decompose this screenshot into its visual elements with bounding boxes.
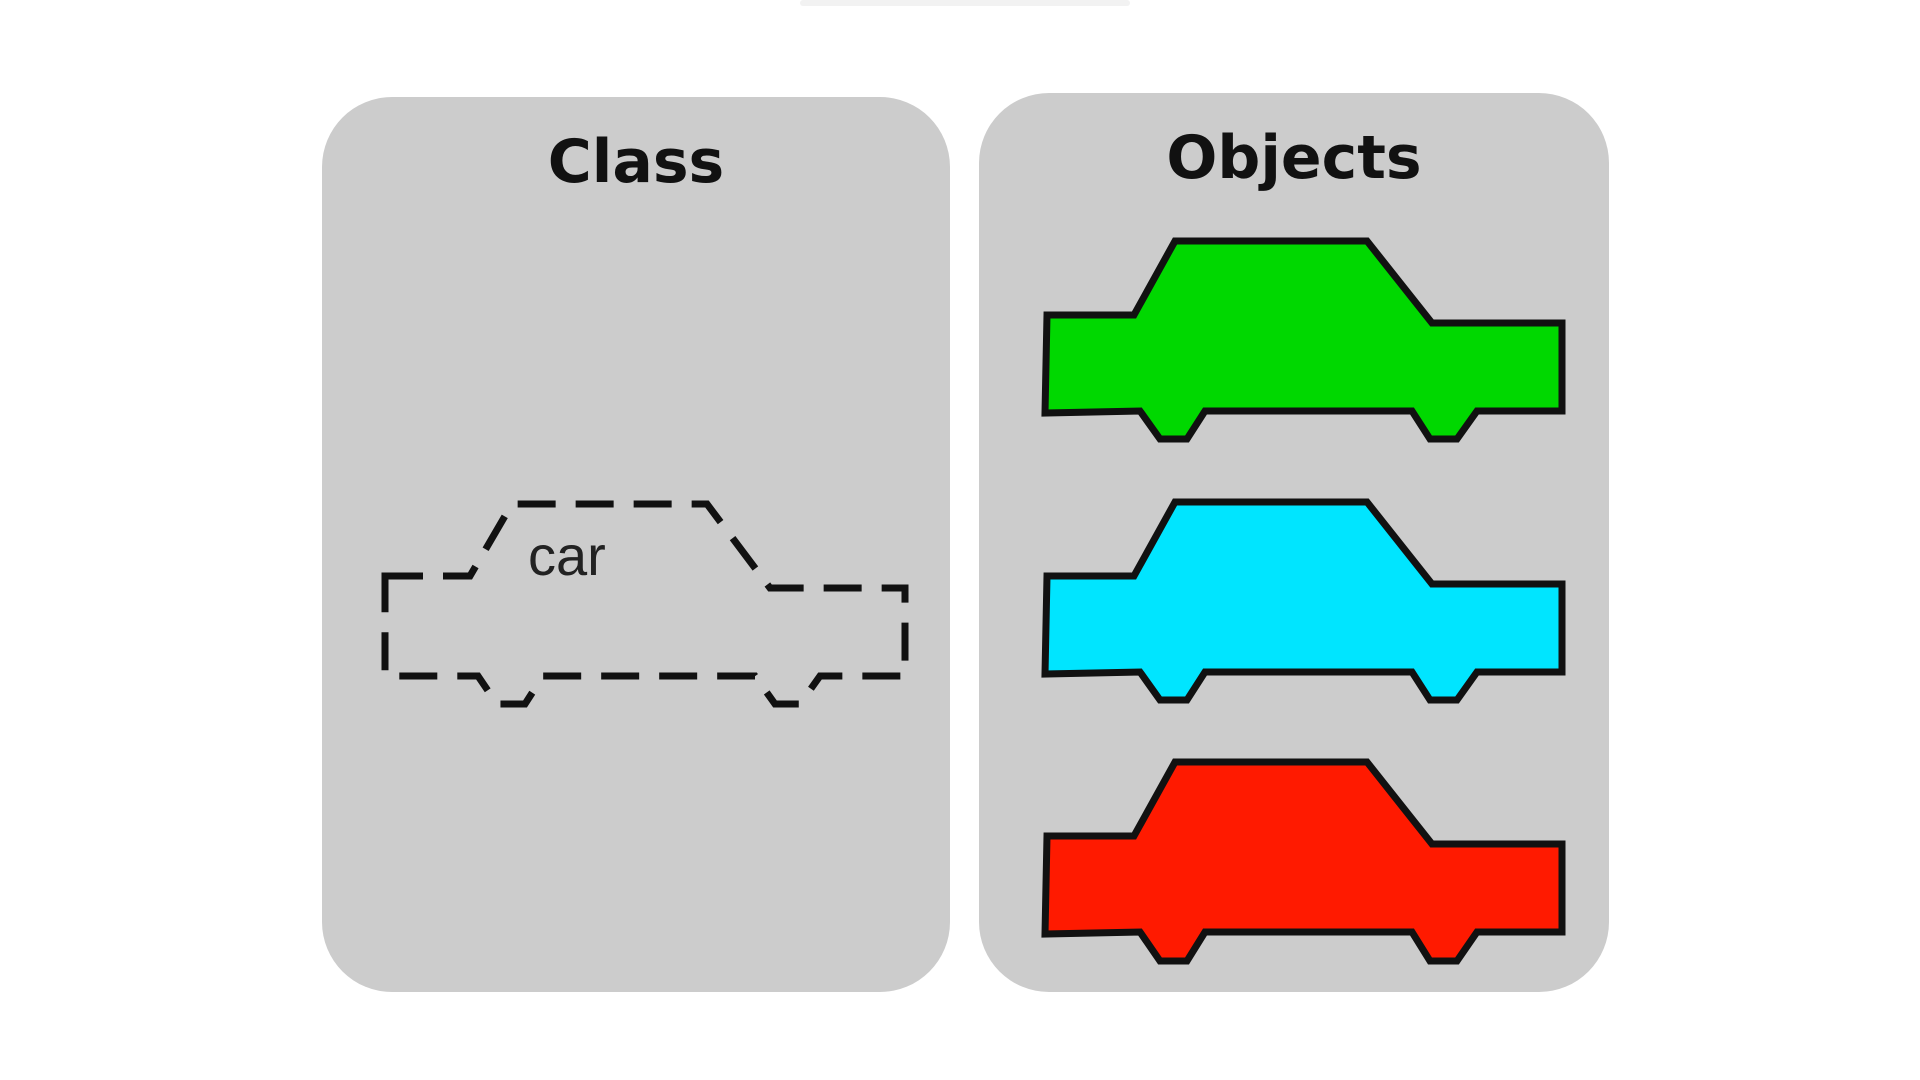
- cyan-car-icon: [1041, 498, 1566, 704]
- top-edge-smudge: [800, 0, 1130, 6]
- class-panel: Class: [322, 97, 950, 992]
- dashed-car-outline-icon: [381, 500, 909, 708]
- red-car-icon: [1041, 758, 1566, 965]
- car-class-label: car: [528, 524, 606, 587]
- cyan-car-body: [1041, 498, 1566, 704]
- green-car-body: [1041, 237, 1566, 443]
- objects-panel-title: Objects: [1166, 123, 1422, 193]
- class-panel-title: Class: [547, 127, 725, 197]
- green-car-icon: [1041, 237, 1566, 443]
- red-car-body: [1041, 758, 1566, 965]
